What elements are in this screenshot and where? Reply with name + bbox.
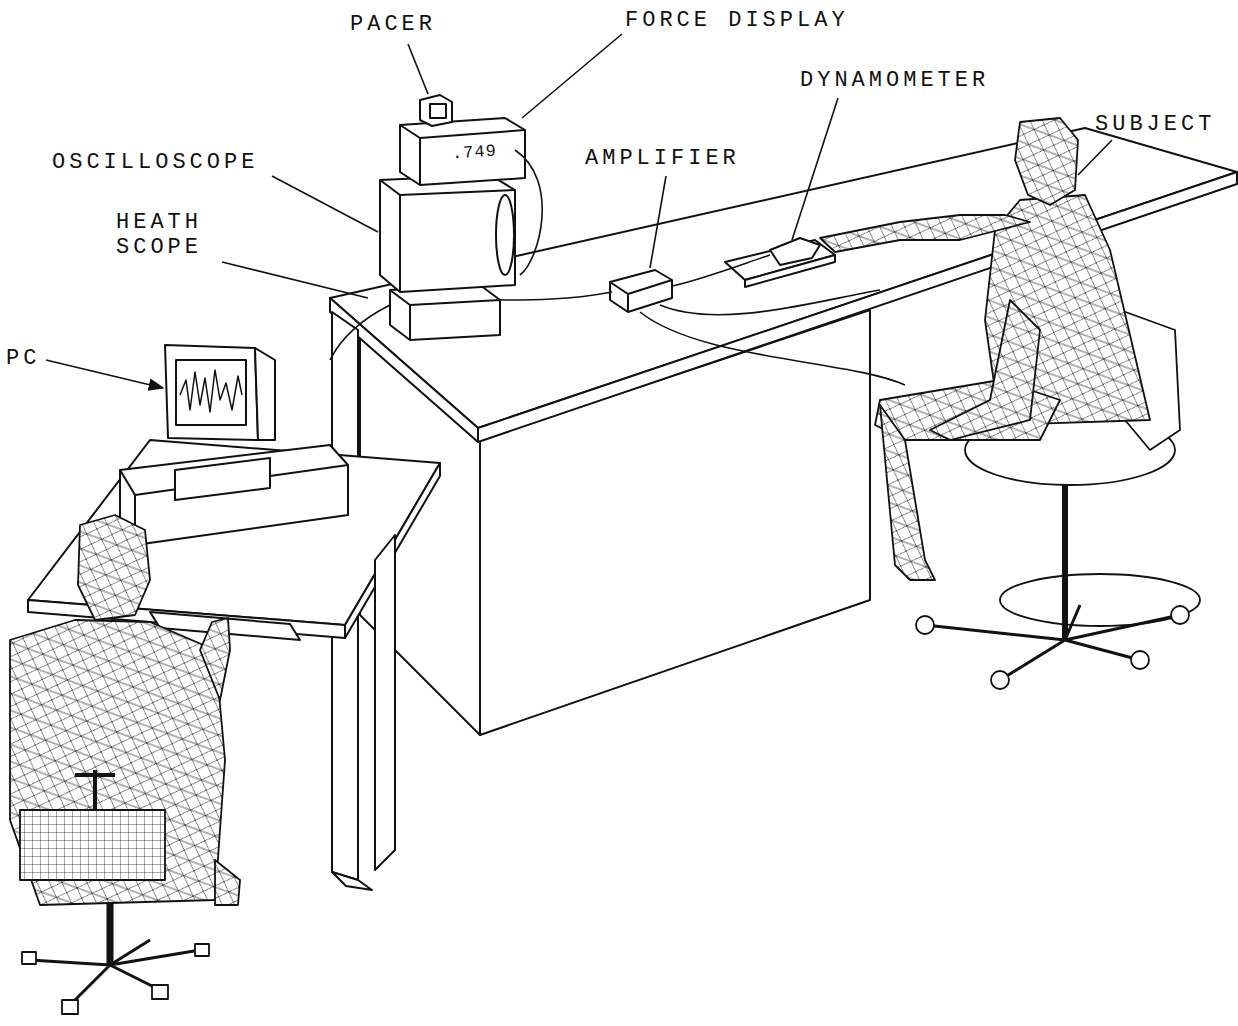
callout-label: DYNAMOMETER: [800, 68, 989, 93]
callout-label: PACER: [350, 12, 436, 37]
display-reading: .749: [451, 138, 497, 166]
callout-label: HEATH SCOPE: [98, 210, 220, 260]
callout-label: AMPLIFIER: [585, 146, 740, 171]
callout-label: OSCILLOSCOPE: [52, 150, 258, 175]
callout-label: SUBJECT: [1095, 112, 1215, 137]
callout-label: PC: [6, 346, 40, 371]
callout-label: FORCE DISPLAY: [625, 8, 849, 33]
